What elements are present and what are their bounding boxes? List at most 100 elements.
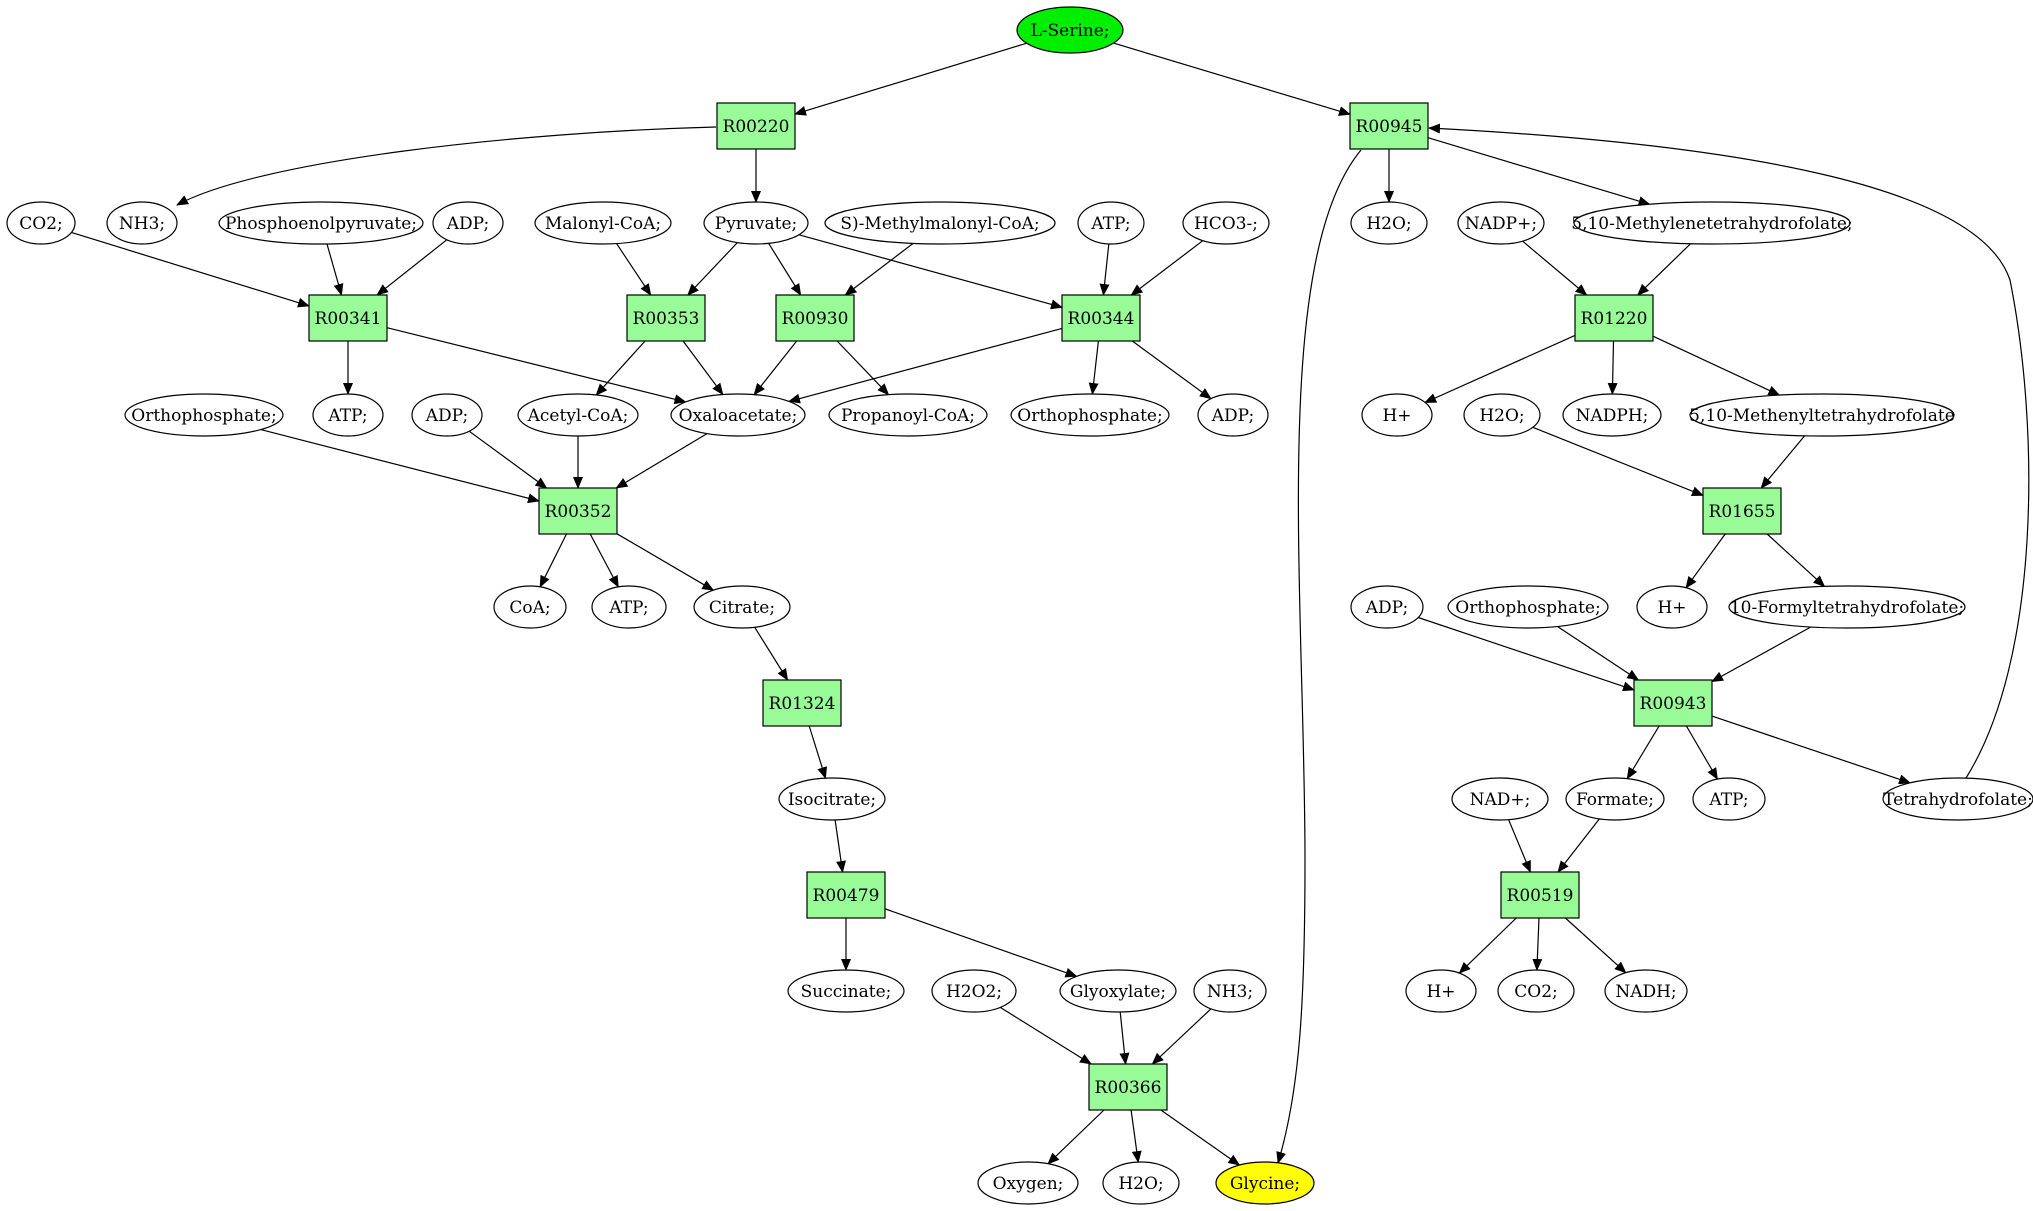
edge-r_00344-to-n_oaa	[788, 327, 1063, 404]
node-label: R00479	[813, 886, 880, 906]
compound-node-n_nadplus[interactable]: NAD+;	[1451, 777, 1549, 821]
node-label: HCO3-;	[1194, 214, 1258, 234]
reaction-node-r_01324[interactable]: R01324	[762, 679, 842, 727]
node-label: H2O;	[1366, 214, 1411, 234]
edge-r_00344-to-n_orthop_b	[1088, 340, 1099, 395]
reaction-node-r_00519[interactable]: R00519	[1500, 871, 1580, 919]
compound-ellipse	[1350, 585, 1424, 629]
node-label: ADP;	[1365, 598, 1408, 618]
compound-node-n_atp_c[interactable]: ATP;	[591, 585, 667, 629]
compound-node-n_co2_a[interactable]: CO2;	[6, 201, 76, 245]
edge-r_00943-to-n_atp_d	[1685, 725, 1718, 780]
compound-node-n_nh3_b[interactable]: NH3;	[1193, 969, 1267, 1013]
compound-node-n_fthf[interactable]: 10-Formyltetrahydrofolate;	[1728, 585, 1966, 629]
edge-n_pyruvate-to-r_00344	[798, 234, 1063, 310]
compound-node-n_atp_a[interactable]: ATP;	[1077, 201, 1145, 245]
compound-node-n_oxygen[interactable]: Oxygen;	[977, 1161, 1079, 1205]
edge-n_co2_a-to-r_00341	[71, 231, 310, 308]
compound-node-n_glycine[interactable]: Glycine;	[1215, 1161, 1315, 1205]
compound-node-n_thf[interactable]: Tetrahydrofolate;	[1882, 777, 2033, 821]
compound-node-n_hplus_a[interactable]: H+	[1361, 393, 1433, 437]
compound-node-n_adp_b[interactable]: ADP;	[411, 393, 483, 437]
compound-ellipse	[493, 585, 567, 629]
compound-node-n_succinate[interactable]: Succinate;	[787, 969, 905, 1013]
compound-node-n_malonyl[interactable]: Malonyl-CoA;	[534, 201, 672, 245]
edge-r_00945-to-n_glycine	[1276, 149, 1362, 1164]
compound-ellipse	[218, 201, 424, 245]
compound-node-n_hplus_b[interactable]: H+	[1636, 585, 1708, 629]
compound-node-n_smm[interactable]: S)-Methylmalonyl-CoA;	[824, 201, 1056, 245]
edge-r_00344-to-n_adp_c	[1131, 340, 1212, 400]
compound-node-n_nadph[interactable]: NADPH;	[1562, 393, 1662, 437]
compound-ellipse	[778, 777, 886, 821]
edge-n_pyruvate-to-r_00930	[768, 243, 802, 296]
edge-r_00943-to-n_formate	[1626, 725, 1660, 780]
compound-node-n_nh3_a[interactable]: NH3;	[106, 201, 178, 245]
reaction-node-r_00220[interactable]: R00220	[716, 102, 796, 150]
reaction-node-r_00353[interactable]: R00353	[626, 294, 706, 342]
edge-n_hco3-to-r_00344	[1130, 240, 1204, 296]
node-label: R00344	[1068, 309, 1135, 329]
edge-r_00352-to-n_coa	[539, 533, 568, 588]
compound-node-n_orthop_a[interactable]: Orthophosphate;	[124, 393, 284, 437]
node-label: CO2;	[1514, 982, 1558, 1002]
edge-r_00479-to-n_glyoxylate	[884, 908, 1078, 978]
edge-n_atp_a-to-r_00344	[1099, 243, 1110, 296]
compound-node-n_coa[interactable]: CoA;	[493, 585, 567, 629]
node-label: Succinate;	[801, 982, 892, 1002]
reaction-node-r_00479[interactable]: R00479	[806, 871, 886, 919]
compound-ellipse	[1361, 393, 1433, 437]
node-label: ATP;	[608, 598, 648, 618]
compound-node-n_orthop_b[interactable]: Orthophosphate;	[1010, 393, 1170, 437]
compound-ellipse	[703, 201, 809, 245]
compound-node-n_pep[interactable]: Phosphoenolpyruvate;	[218, 201, 424, 245]
edge-n_pyruvate-to-r_00353	[687, 242, 738, 296]
compound-node-n_atp_d[interactable]: ATP;	[1692, 777, 1766, 821]
compound-node-n_propanoyl[interactable]: Propanoyl-CoA;	[828, 393, 988, 437]
compound-ellipse	[312, 393, 384, 437]
reaction-node-r_00943[interactable]: R00943	[1633, 679, 1713, 727]
edge-n_nh3_b-to-r_00366	[1151, 1008, 1212, 1065]
compound-node-n_adp_c[interactable]: ADP;	[1197, 393, 1269, 437]
compound-node-n_acetyl[interactable]: Acetyl-CoA;	[517, 393, 639, 437]
edge-n_serine-to-r_00220	[794, 42, 1027, 116]
compound-node-n_hco3[interactable]: HCO3-;	[1182, 201, 1270, 245]
reaction-node-r_01655[interactable]: R01655	[1702, 487, 1782, 535]
edge-n_adp_a-to-r_00341	[376, 239, 448, 296]
compound-ellipse	[693, 585, 791, 629]
reaction-node-r_01220[interactable]: R01220	[1574, 294, 1654, 342]
compound-node-n_atp_b[interactable]: ATP;	[312, 393, 384, 437]
compound-node-n_citrate[interactable]: Citrate;	[693, 585, 791, 629]
reaction-node-r_00344[interactable]: R00344	[1061, 294, 1141, 342]
compound-node-n_h2o_c[interactable]: H2O;	[1102, 1161, 1180, 1205]
reaction-node-r_00352[interactable]: R00352	[538, 487, 618, 535]
compound-node-n_pyruvate[interactable]: Pyruvate;	[703, 201, 809, 245]
compound-node-n_adp_d[interactable]: ADP;	[1350, 585, 1424, 629]
compound-node-n_glyoxylate[interactable]: Glyoxylate;	[1059, 969, 1177, 1013]
node-label: ADP;	[1211, 406, 1254, 426]
compound-node-n_mnthf[interactable]: 5,10-Methenyltetrahydrofolate	[1689, 393, 1955, 437]
compound-node-n_serine[interactable]: L-Serine;	[1016, 6, 1124, 54]
compound-node-n_h2o_a[interactable]: H2O;	[1350, 201, 1428, 245]
compound-ellipse	[1565, 777, 1665, 821]
compound-ellipse	[1193, 969, 1267, 1013]
compound-node-n_h2o2[interactable]: H2O2;	[931, 969, 1017, 1013]
reaction-node-r_00930[interactable]: R00930	[775, 294, 855, 342]
compound-node-n_co2_b[interactable]: CO2;	[1497, 969, 1575, 1013]
reaction-node-r_00341[interactable]: R00341	[308, 294, 388, 342]
compound-node-n_adp_a[interactable]: ADP;	[432, 201, 504, 245]
reaction-node-r_00366[interactable]: R00366	[1088, 1063, 1168, 1111]
compound-node-n_mlthf[interactable]: 5,10-Methylenetetrahydrofolate;	[1571, 201, 1853, 245]
compound-node-n_formate[interactable]: Formate;	[1565, 777, 1665, 821]
compound-node-n_h2o_b[interactable]: H2O;	[1463, 393, 1541, 437]
compound-node-n_isocitrate[interactable]: Isocitrate;	[778, 777, 886, 821]
node-label: H+	[1657, 598, 1686, 618]
reaction-box	[1633, 679, 1713, 727]
compound-node-n_nadh[interactable]: NADH;	[1604, 969, 1688, 1013]
compound-node-n_oaa[interactable]: Oxaloacetate;	[670, 393, 806, 437]
edge-r_00366-to-n_oxygen	[1047, 1109, 1105, 1165]
compound-node-n_orthop_c[interactable]: Orthophosphate;	[1447, 585, 1609, 629]
compound-node-n_hplus_c[interactable]: H+	[1405, 969, 1477, 1013]
compound-node-n_nadp[interactable]: NADP+;	[1457, 201, 1545, 245]
reaction-node-r_00945[interactable]: R00945	[1349, 102, 1429, 150]
